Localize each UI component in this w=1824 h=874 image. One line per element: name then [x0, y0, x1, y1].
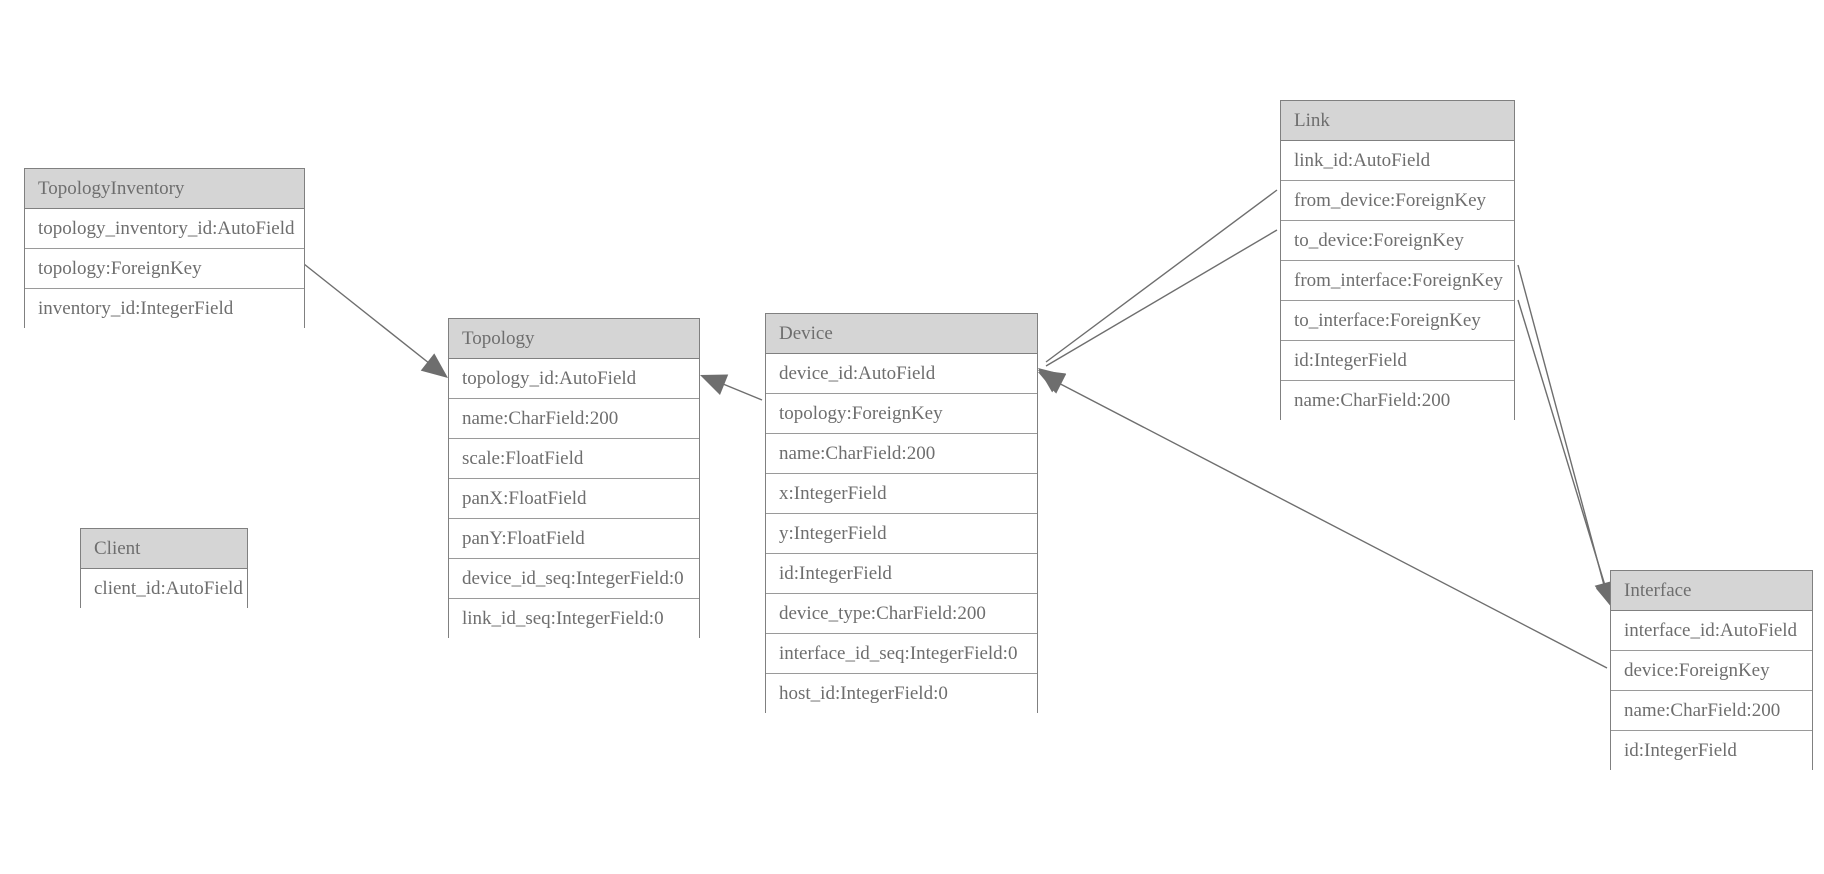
entity-field-row: inventory_id:IntegerField [25, 289, 304, 329]
entity-field-row: id:IntegerField [766, 554, 1037, 594]
entity-title-topology: Topology [449, 319, 699, 359]
relationship-device-topology [700, 374, 763, 401]
entity-field-row: link_id:AutoField [1281, 141, 1514, 181]
entity-field-row: panX:FloatField [449, 479, 699, 519]
entity-field-row: device_id:AutoField [766, 354, 1037, 394]
entity-field-row: interface_id:AutoField [1611, 611, 1812, 651]
entity-field-row: id:IntegerField [1281, 341, 1514, 381]
entity-field-row: to_device:ForeignKey [1281, 221, 1514, 261]
entity-field-row: host_id:IntegerField:0 [766, 674, 1037, 714]
entity-field-row: name:CharField:200 [1611, 691, 1812, 731]
entity-field-row: from_device:ForeignKey [1281, 181, 1514, 221]
entity-field-row: client_id:AutoField [81, 569, 247, 609]
entity-title-link: Link [1281, 101, 1514, 141]
entity-field-row: y:IntegerField [766, 514, 1037, 554]
entity-field-row: id:IntegerField [1611, 731, 1812, 771]
entity-field-row: device_type:CharField:200 [766, 594, 1037, 634]
entity-field-row: topology:ForeignKey [766, 394, 1037, 434]
relationship-line [1517, 264, 1609, 601]
relationship-line [705, 376, 763, 401]
entity-field-row: to_interface:ForeignKey [1281, 301, 1514, 341]
entity-field-row: link_id_seq:IntegerField:0 [449, 599, 699, 639]
entity-field-row: topology_id:AutoField [449, 359, 699, 399]
relationship-line [1045, 189, 1278, 363]
relationship-link-from-interface [1517, 264, 1616, 608]
relationship-line [303, 263, 445, 376]
entity-field-row: topology_inventory_id:AutoField [25, 209, 304, 249]
entity-field-row: name:CharField:200 [766, 434, 1037, 474]
entity-field-row: device:ForeignKey [1611, 651, 1812, 691]
relationship-arrowhead [700, 374, 729, 395]
relationship-topologyinventory-topology [303, 263, 448, 378]
relationship-link-from-device [1038, 189, 1278, 393]
relationship-line [1045, 229, 1278, 367]
relationship-link-to-device [1038, 229, 1278, 393]
entity-field-row: device_id_seq:IntegerField:0 [449, 559, 699, 599]
entity-field-row: scale:FloatField [449, 439, 699, 479]
entity-field-row: name:CharField:200 [449, 399, 699, 439]
entity-field-row: x:IntegerField [766, 474, 1037, 514]
relationship-line [1517, 299, 1611, 603]
entity-field-row: interface_id_seq:IntegerField:0 [766, 634, 1037, 674]
relationship-link-to-interface [1517, 299, 1617, 610]
entity-field-row: from_interface:ForeignKey [1281, 261, 1514, 301]
entity-field-row: topology:ForeignKey [25, 249, 304, 289]
entity-title-device: Device [766, 314, 1037, 354]
entity-field-row: panY:FloatField [449, 519, 699, 559]
entity-title-interface: Interface [1611, 571, 1812, 611]
entity-title-client: Client [81, 529, 247, 569]
entity-title-topology_inventory: TopologyInventory [25, 169, 304, 209]
entity-field-row: name:CharField:200 [1281, 381, 1514, 421]
